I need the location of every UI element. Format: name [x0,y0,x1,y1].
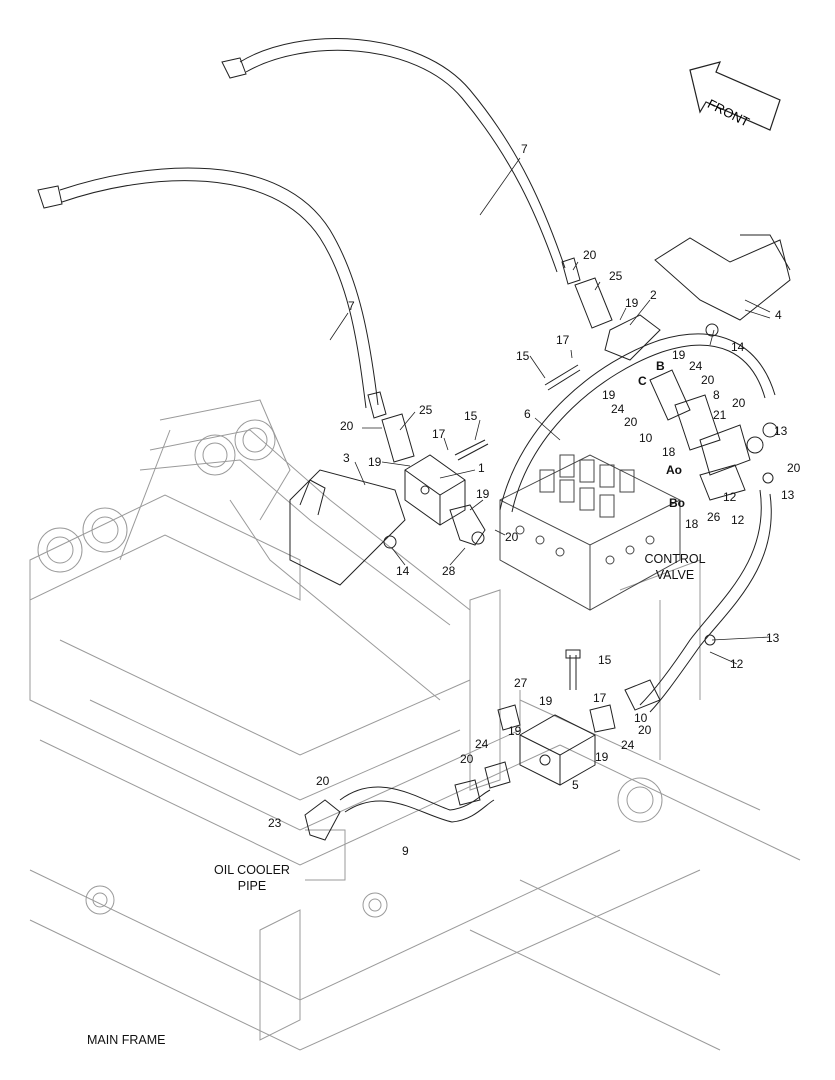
elbow-23 [304,799,341,841]
leader-lines [329,157,771,665]
callout-19-c: 19 [602,388,616,402]
callout-20-low: 20 [638,723,652,737]
callout-19-mid2: 19 [476,487,490,501]
callout-19-low: 19 [539,694,553,708]
callout-12-b: 12 [731,513,745,527]
callout-17-mid: 17 [432,427,446,441]
block-5 [519,714,596,786]
main-frame-caption: MAIN FRAME [87,1033,166,1047]
callout-27: 27 [514,676,528,690]
bracket-3 [289,469,406,586]
callout-7-upper: 7 [521,142,528,156]
callout-12-a: 12 [723,490,737,504]
control-valve-caption-line2: VALVE [655,567,695,582]
callout-2: 2 [650,288,657,302]
elbow-28 [449,504,486,546]
callout-14-lower: 14 [396,564,410,578]
callout-7-lower: 7 [348,299,355,313]
callout-25-upper: 25 [609,269,623,283]
callout-13-a: 13 [774,424,788,438]
front-arrow [689,61,781,131]
bracket-2 [604,314,661,361]
oil-cooler-caption-line2: PIPE [237,878,267,893]
callout-26: 26 [707,510,721,524]
callout-20-bottom: 20 [316,774,330,788]
callout-17-upper: 17 [556,333,570,347]
callout-18-b: 18 [685,517,699,531]
callout-19-b: 19 [672,348,686,362]
port-tag-b: B [656,359,665,373]
callout-14-upper: 14 [731,340,745,354]
callout-13-c: 13 [766,631,780,645]
control-valve-caption-line1: CONTROL [644,552,706,566]
callout-9: 9 [402,844,409,858]
callout-20-c: 20 [701,373,715,387]
callout-20-upper: 20 [583,248,597,262]
bracket-4 [654,234,791,321]
misc-fittings [383,323,774,806]
callout-17-low: 17 [593,691,607,705]
callout-19-low2: 19 [508,724,522,738]
callout-10-upper: 10 [639,431,653,445]
fitting-cluster-8-21 [649,369,778,501]
callout-4: 4 [775,308,782,322]
callout-6: 6 [524,407,531,421]
callout-5: 5 [572,778,579,792]
bolts-15 [454,364,581,690]
callout-12-c: 12 [730,657,744,671]
control-valve-body [499,454,681,611]
callout-8: 8 [713,388,720,402]
port-tag-ao: Ao [666,463,682,477]
main-frame-outline [29,399,801,1051]
callout-24-low: 24 [475,737,489,751]
callout-28: 28 [442,564,456,578]
callout-20-mid: 20 [340,419,354,433]
hose-10 [639,489,772,713]
callout-20-f: 20 [787,461,801,475]
control-valve-caption: CONTROL VALVE [638,553,712,581]
callout-24-c: 24 [611,402,625,416]
callout-10-lower: 10 [634,711,648,725]
callout-21: 21 [713,408,727,422]
block-1 [404,454,466,526]
port-tag-bo: Bo [669,496,685,510]
callout-24-low2: 24 [621,738,635,752]
callout-20-low2: 20 [460,752,474,766]
port-tag-c: C [638,374,647,388]
callout-19-mid: 19 [368,455,382,469]
callout-3: 3 [343,451,350,465]
callout-18-a: 18 [662,445,676,459]
callout-20-e: 20 [732,396,746,410]
hose-6 [499,333,776,513]
callout-13-b: 13 [781,488,795,502]
callout-19-upper: 19 [625,296,639,310]
callout-1: 1 [478,461,485,475]
callout-24-b: 24 [689,359,703,373]
oil-cooler-caption-line1: OIL COOLER [214,863,290,877]
callout-15-upper: 15 [516,349,530,363]
hose-9 [339,786,495,823]
callout-20-mid2: 20 [505,530,519,544]
fitting-25-lower [367,391,415,463]
callout-15-lower: 15 [598,653,612,667]
oil-cooler-pipe-caption: OIL COOLER PIPE [206,864,298,892]
hose-7-upper [221,38,566,273]
callout-20-d: 20 [624,415,638,429]
callout-25-lower: 25 [419,403,433,417]
callout-23: 23 [268,816,282,830]
callout-15-mid: 15 [464,409,478,423]
fitting-25-upper [561,257,613,329]
callout-19-low3: 19 [595,750,609,764]
hose-7-lower [37,167,379,409]
